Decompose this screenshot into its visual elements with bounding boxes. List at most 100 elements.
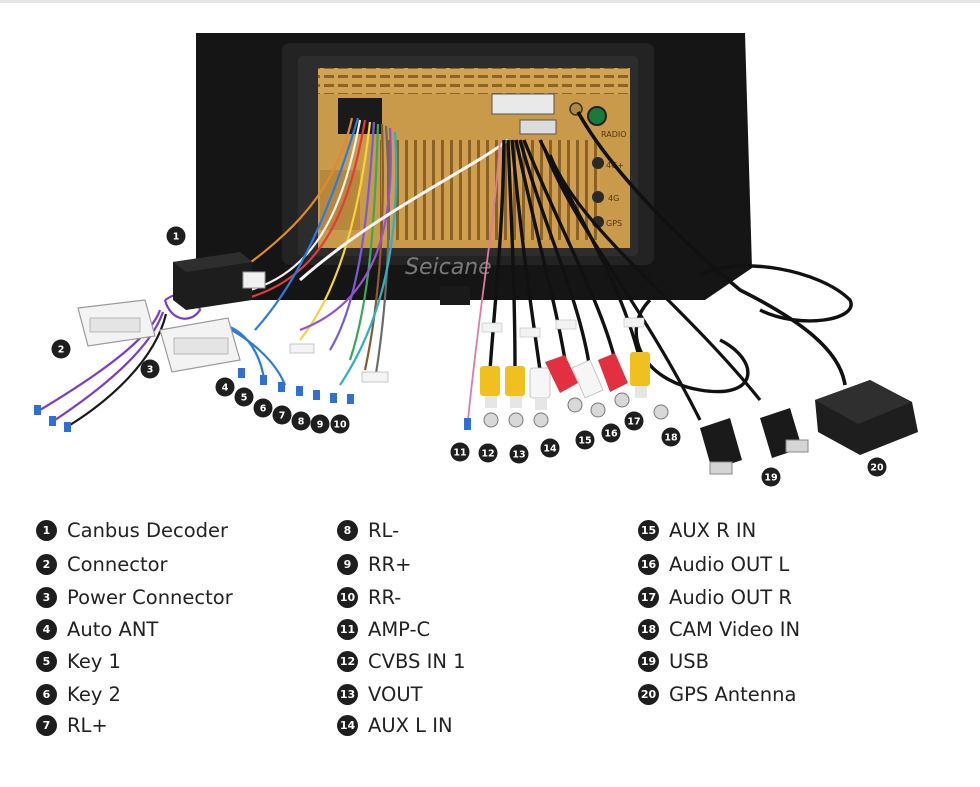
amp-c-tip: [464, 418, 471, 430]
callout-4: 4: [215, 377, 235, 397]
wire-tips-left: [34, 343, 389, 432]
legend-label: RL-: [368, 518, 400, 542]
legend-label: USB: [669, 649, 710, 673]
svg-text:2: 2: [58, 345, 65, 356]
legend-item-14: 14 AUX L IN: [337, 711, 453, 739]
port-label-radio: RADIO: [601, 130, 627, 139]
callout-20: 20: [867, 457, 887, 477]
legend-label: Audio OUT R: [669, 585, 792, 609]
callout-9: 9: [310, 414, 330, 434]
callout-16: 16: [601, 423, 621, 443]
legend-number: 19: [638, 650, 659, 672]
svg-text:19: 19: [764, 473, 777, 484]
canbus-decoder: [173, 252, 266, 310]
legend-label: AUX L IN: [368, 713, 453, 737]
legend-item-17: 17 Audio OUT R: [638, 583, 792, 611]
legend-item-9: 9 RR+: [337, 550, 411, 578]
callout-7: 7: [272, 405, 292, 425]
callout-13: 13: [509, 444, 529, 464]
legend-label: RR+: [368, 552, 412, 576]
svg-text:9: 9: [317, 420, 324, 431]
legend-label: Key 1: [67, 649, 121, 673]
legend-number: 1: [36, 519, 57, 541]
callout-14: 14: [540, 438, 560, 458]
legend-number: 17: [638, 586, 659, 608]
legend-item-10: 10 RR-: [337, 583, 401, 611]
svg-text:5: 5: [241, 393, 248, 404]
callout-10: 10: [330, 414, 350, 434]
port-label-4g: 4G: [608, 194, 619, 203]
legend-label: AUX R IN: [669, 518, 757, 542]
legend-number: 6: [36, 683, 57, 705]
legend-label: Key 2: [67, 682, 121, 706]
svg-text:4: 4: [222, 383, 229, 394]
callout-5: 5: [234, 387, 254, 407]
rca-labels: [481, 317, 645, 338]
legend-item-8: 8 RL-: [337, 516, 399, 544]
legend-label: Canbus Decoder: [67, 518, 229, 542]
callout-15: 15: [575, 430, 595, 450]
legend-number: 14: [337, 714, 358, 736]
callout-6: 6: [253, 398, 273, 418]
legend-number: 20: [638, 683, 659, 705]
callout-2: 2: [51, 339, 71, 359]
legend-number: 11: [337, 618, 358, 640]
legend-number: 18: [638, 618, 659, 640]
svg-text:12: 12: [481, 449, 494, 460]
top-divider: [0, 0, 980, 3]
legend-number: 9: [337, 553, 358, 575]
legend-item-19: 19 USB: [638, 647, 709, 675]
legend-label: Audio OUT L: [669, 552, 790, 576]
legend-label: RL+: [67, 713, 108, 737]
4g-port: [592, 191, 604, 203]
legend-label: RR-: [368, 585, 402, 609]
legend-label: GPS Antenna: [669, 682, 797, 706]
legend-label: CVBS IN 1: [368, 649, 466, 673]
svg-text:13: 13: [512, 450, 525, 461]
svg-text:10: 10: [333, 420, 347, 431]
legend-number: 12: [337, 650, 358, 672]
legend-label: Connector: [67, 552, 168, 576]
legend-number: 10: [337, 586, 358, 608]
watermark: Seicane: [405, 255, 492, 280]
callout-18: 18: [661, 427, 681, 447]
legend-item-1: 1 Canbus Decoder: [36, 516, 228, 544]
legend-number: 16: [638, 553, 659, 575]
port-label-gps: GPS: [606, 219, 622, 228]
legend-item-4: 4 Auto ANT: [36, 615, 158, 643]
svg-text:7: 7: [279, 411, 286, 422]
legend-number: 8: [337, 519, 358, 541]
legend-number: 5: [36, 650, 57, 672]
svg-text:11: 11: [453, 448, 466, 459]
svg-text:17: 17: [627, 417, 640, 428]
legend-label: Power Connector: [67, 585, 233, 609]
legend-item-5: 5 Key 1: [36, 647, 121, 675]
gps-antenna: [815, 380, 918, 455]
legend-number: 4: [36, 618, 57, 640]
callout-19: 19: [761, 467, 781, 487]
legend-item-12: 12 CVBS IN 1: [337, 647, 466, 675]
svg-text:14: 14: [543, 444, 557, 455]
head-unit: RADIO 4G+ 4G GPS Seicane: [196, 33, 752, 305]
power-connector-3: [159, 317, 241, 373]
legend-number: 13: [337, 683, 358, 705]
rca-cables: [467, 111, 853, 421]
legend-item-20: 20 GPS Antenna: [638, 680, 796, 708]
legend-label: Auto ANT: [67, 617, 159, 641]
callout-17: 17: [624, 411, 644, 431]
svg-text:3: 3: [147, 365, 154, 376]
legend-item-16: 16 Audio OUT L: [638, 550, 789, 578]
legend-label: AMP-C: [368, 617, 431, 641]
svg-text:16: 16: [604, 429, 618, 440]
rca-plugs: [480, 352, 669, 428]
svg-text:20: 20: [870, 463, 884, 474]
callout-12: 12: [478, 443, 498, 463]
callout-3: 3: [140, 359, 160, 379]
legend-item-11: 11 AMP-C: [337, 615, 430, 643]
svg-text:18: 18: [664, 433, 678, 444]
svg-text:6: 6: [260, 404, 267, 415]
